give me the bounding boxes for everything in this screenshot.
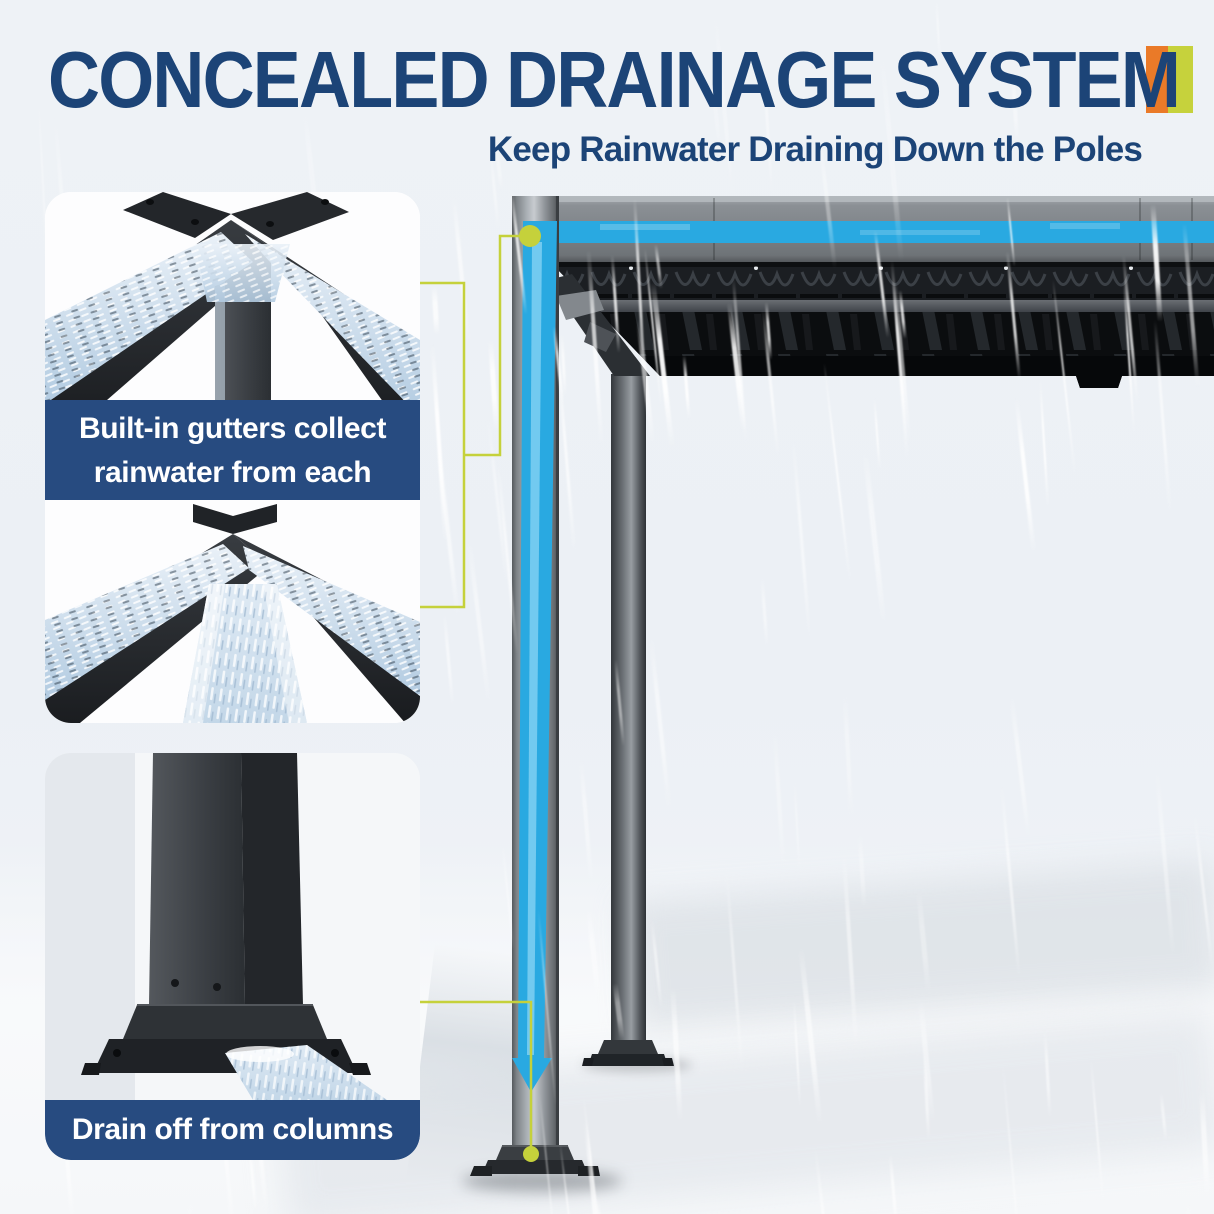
caption-band-gutters: Built-in gutters collect rainwater from … [45,400,420,533]
flowing-water [45,232,420,400]
waterfall [183,584,307,723]
caption-band-drain: Drain off from columns [45,1100,420,1160]
accent-bar-green [1168,46,1193,113]
pergola-pole-right [582,374,674,1066]
page-subtitle: Keep Rainwater Draining Down the Poles [487,130,1143,169]
caption-line: Drain off from columns [71,1113,394,1146]
inset-card-drain: Drain off from columns [45,753,420,1160]
caption-line: Built-in gutters collect [78,412,387,445]
accent-bar-orange [1146,46,1168,113]
inset-card-gutters: Built-in gutters collect rainwater from … [45,192,420,723]
header: CONCEALED DRAINAGE SYSTEM Keep Rainwater… [0,0,1214,190]
gutter-corner-photo-top [45,192,420,400]
page-title: CONCEALED DRAINAGE SYSTEM [48,35,1181,124]
louvered-roof-underside [558,262,1214,388]
flowing-water [45,544,420,700]
gutter-corner-photo-bottom [45,500,420,723]
water-flow-line-horizontal [523,221,1214,243]
column-base-photo [45,753,420,1100]
